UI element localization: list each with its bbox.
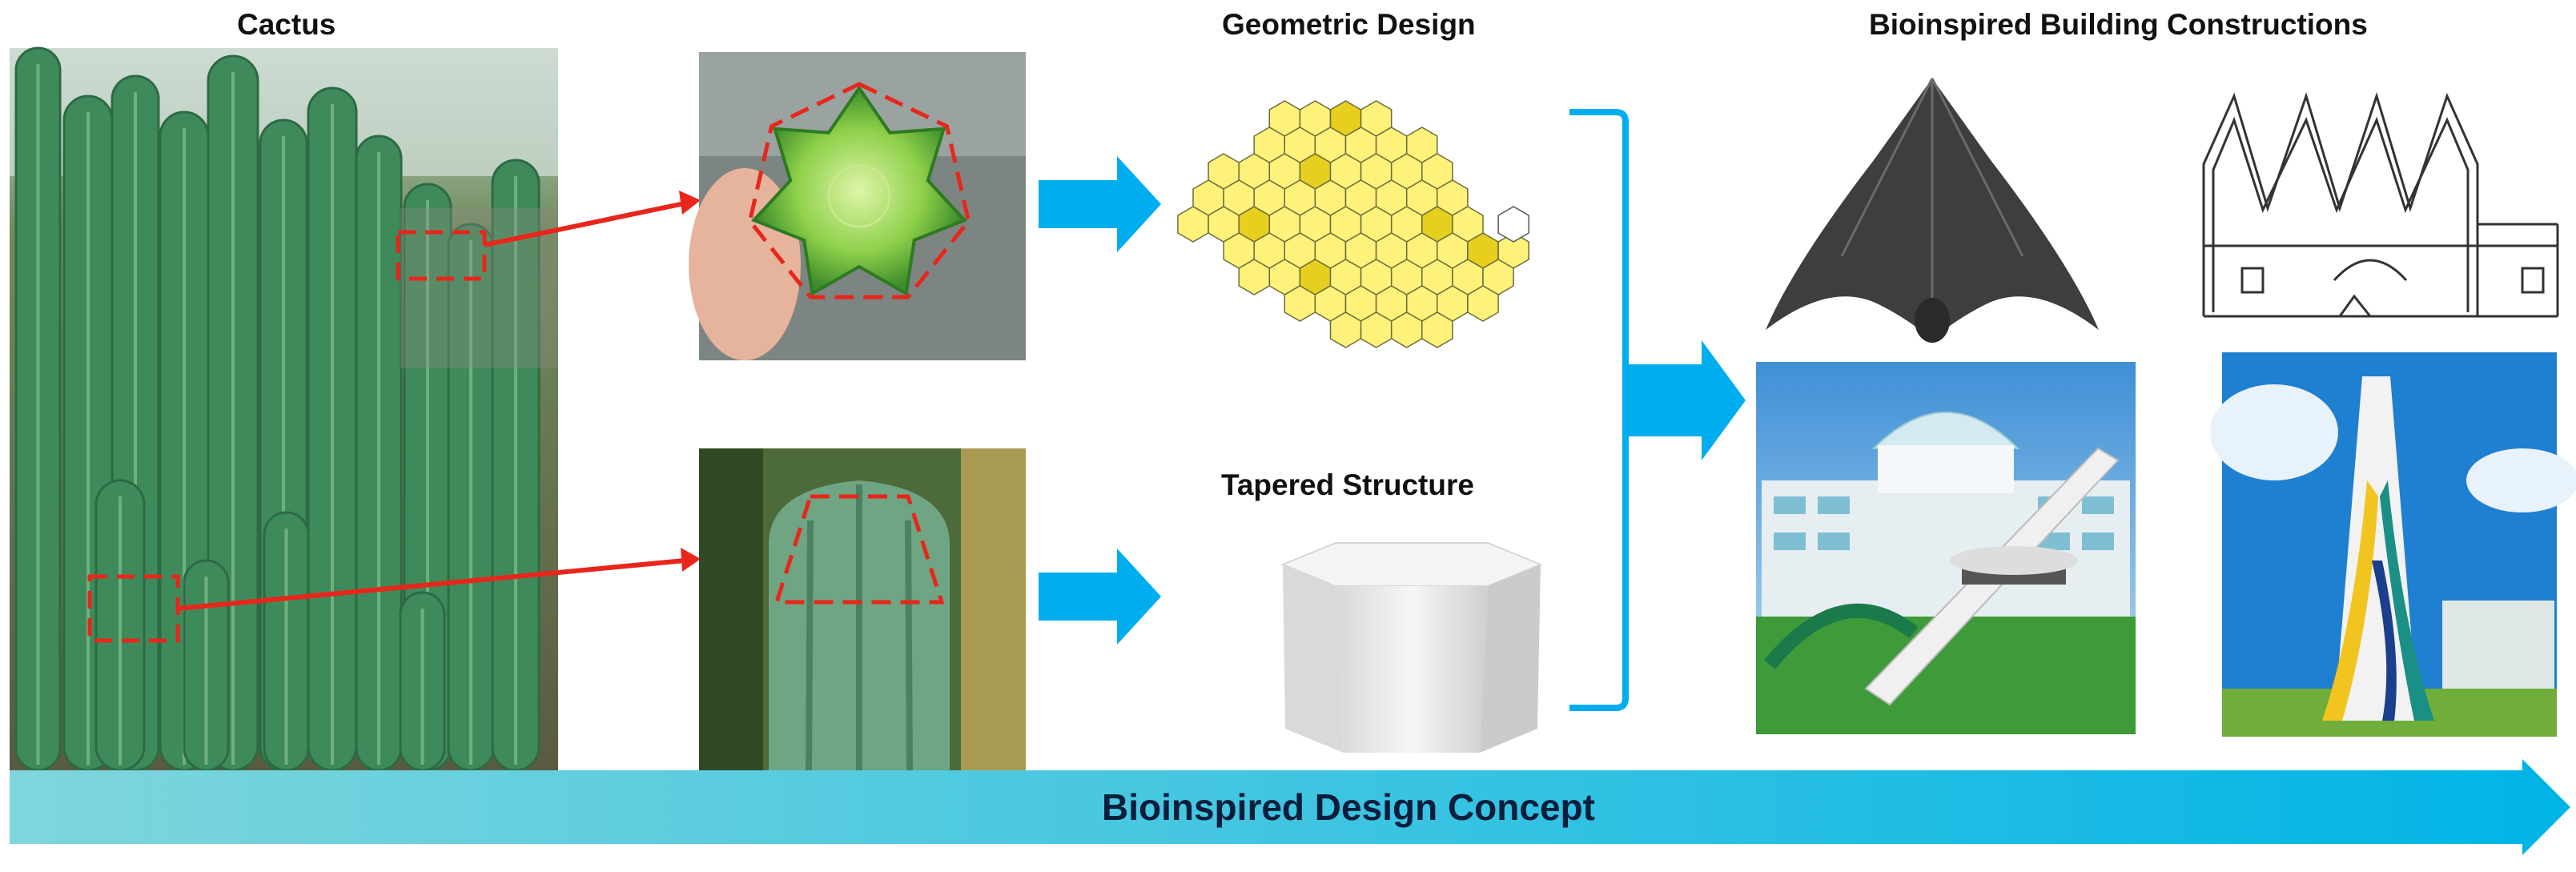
hexagon-icon: [1421, 311, 1453, 348]
bioinspired-buildings-label: Bioinspired Building Constructions: [1869, 8, 2368, 41]
cactus-photo: [10, 46, 558, 772]
building-section-drawing: [2202, 91, 2559, 318]
highlight-box-rib: [396, 230, 487, 281]
pointer-arrow-bottom: [177, 548, 701, 611]
building-canopy-photo: [1766, 78, 2099, 343]
cactus-stems: [14, 46, 541, 772]
honeycomb-pattern: [1177, 100, 1529, 348]
pointer-arrow-top: [484, 191, 701, 247]
tapered-structure-label: Tapered Structure: [1221, 468, 1474, 501]
geometric-design-label: Geometric Design: [1222, 8, 1476, 41]
building-monument-photo: [2210, 352, 2576, 737]
hexagonal-prism: [1280, 542, 1543, 753]
concept-arrow: [10, 759, 2570, 855]
right-arrow-icon: [1039, 549, 1161, 645]
right-arrow-icon: [1039, 156, 1161, 252]
cactus-cross-section-photo: [689, 52, 1026, 360]
hexagon-icon: [1467, 285, 1499, 322]
right-arrow-icon: [1624, 340, 1746, 460]
cactus-label: Cactus: [237, 8, 336, 41]
bioinspired-concept-label: Bioinspired Design Concept: [1102, 786, 1595, 828]
cactus-tip-photo: [699, 448, 1026, 771]
right-bracket-icon: [1569, 109, 1629, 711]
building-campus-photo: [1756, 362, 2136, 734]
hexagon-icon: [1497, 206, 1529, 243]
